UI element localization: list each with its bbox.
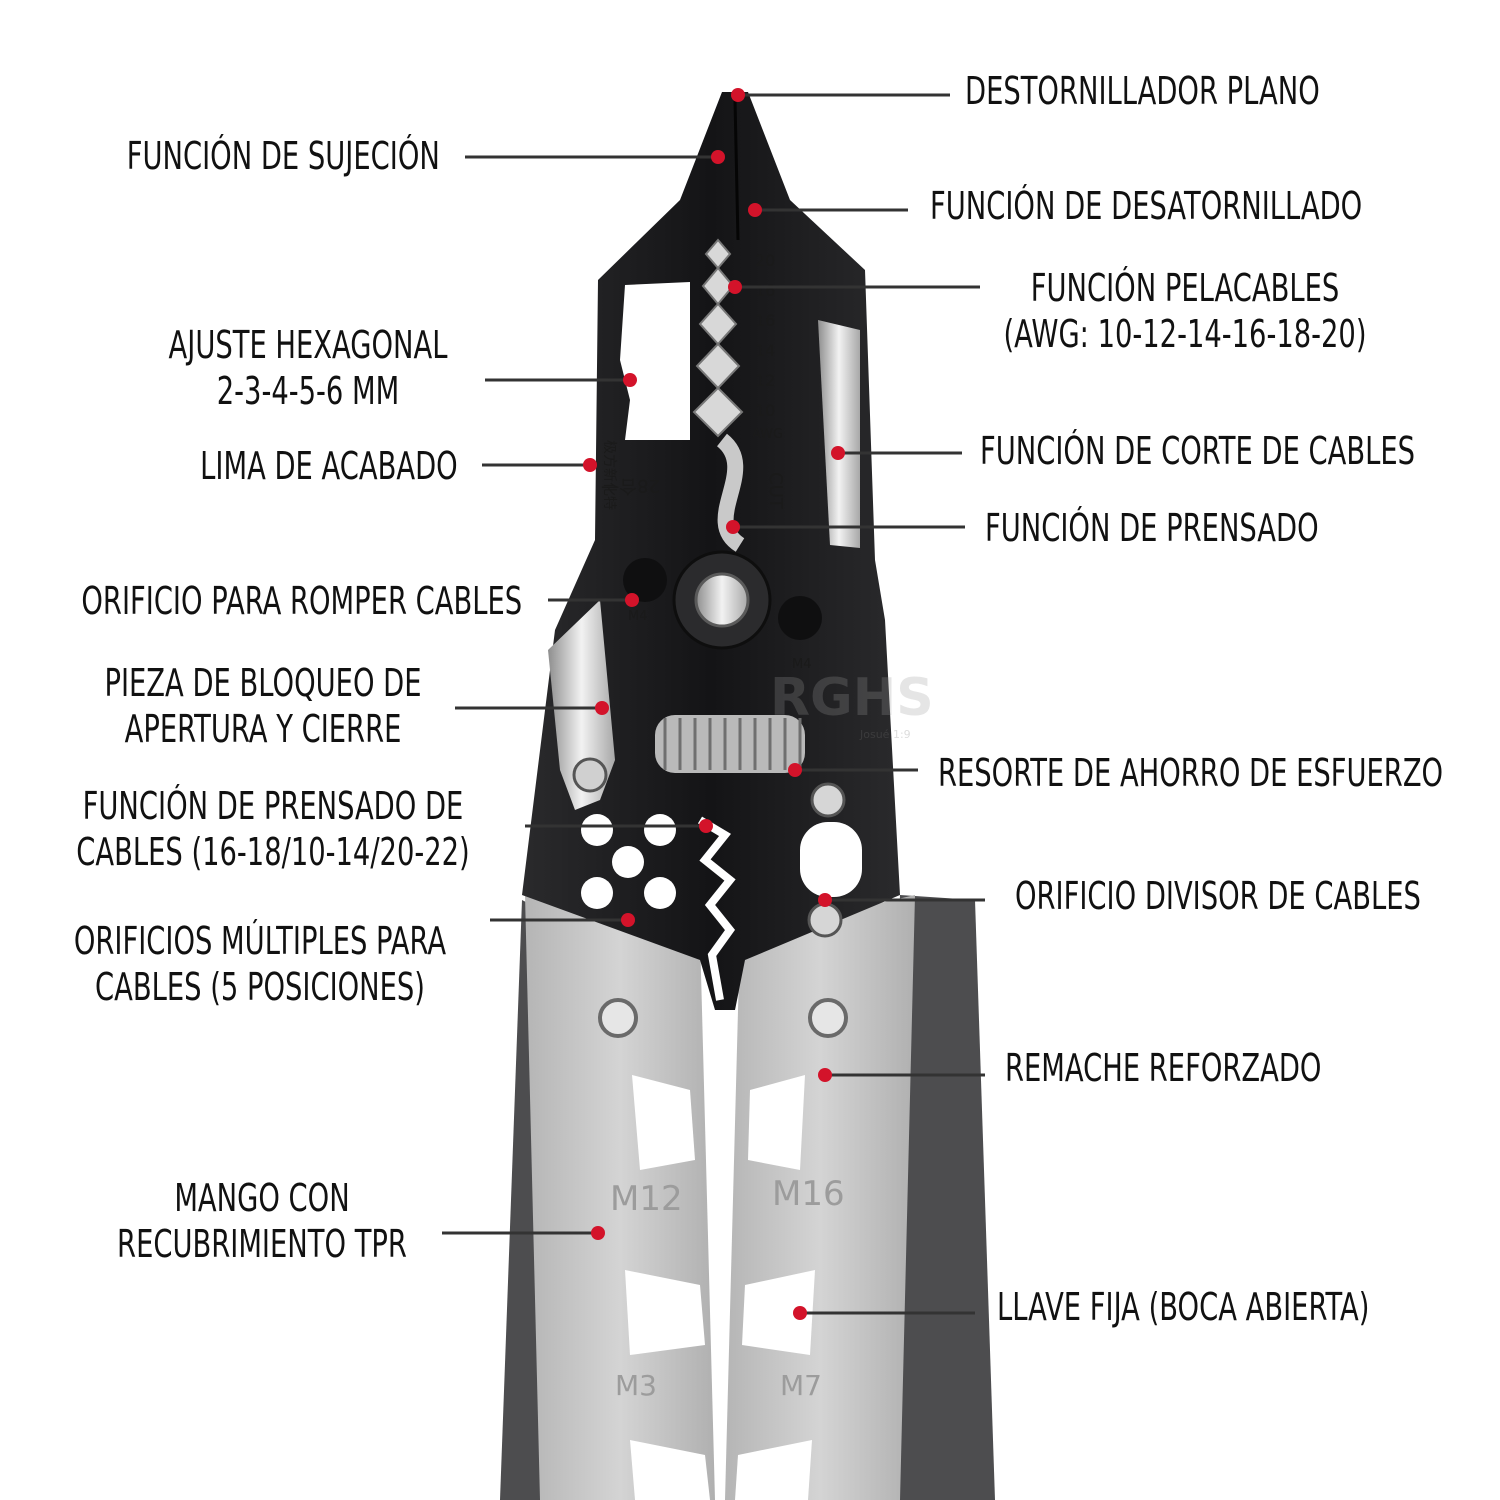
callout-line: Ajuste hexagonal xyxy=(168,323,448,367)
marker-dot-prensado-cables xyxy=(699,819,713,833)
callout-line: Llave fija (boca abierta) xyxy=(997,1285,1370,1329)
callout-mango-tpr: Mango conrecubrimiento TPR xyxy=(0,1175,550,1267)
marker-dot-resorte xyxy=(788,763,802,777)
callout-line: Resorte de ahorro de esfuerzo xyxy=(938,751,1444,795)
callout-prensado-cables: Función de prensado decables (16-18/10-1… xyxy=(0,783,561,875)
callout-line: cables (5 posiciones) xyxy=(95,965,425,1009)
callout-leaders xyxy=(442,88,985,1320)
callout-destornillador-plano: Destornillador plano xyxy=(965,68,1320,114)
callout-funcion-desatornillado: Función de desatornillado xyxy=(930,183,1362,229)
marker-dot-funcion-pelacables xyxy=(728,280,742,294)
callout-line: Destornillador plano xyxy=(965,69,1320,113)
wrench-size-2: M3 xyxy=(615,1369,657,1402)
callout-line: Función de desatornillado xyxy=(930,184,1363,228)
awg-size-1: 16 xyxy=(755,281,775,300)
callout-funcion-pelacables: Función pelacables(AWG: 10-12-14-16-18-2… xyxy=(897,265,1473,357)
model-text: 28合一 xyxy=(601,475,660,496)
callout-line: Orificios múltiples para xyxy=(73,919,447,963)
callout-orificios-multiples: Orificios múltiples paracables (5 posici… xyxy=(0,918,548,1010)
brand-cjk-text: 极方新化特 xyxy=(601,440,617,510)
pivot-m4-right: M4 xyxy=(792,657,812,672)
callout-line: Remache reforzado xyxy=(1005,1046,1322,1090)
callout-pieza-bloqueo: Pieza de bloqueo deapertura y cierre xyxy=(0,660,551,752)
callout-orificio-romper: Orificio para romper cables xyxy=(81,578,522,624)
marker-dot-orificio-romper xyxy=(625,593,639,607)
awg-size-3: 14 xyxy=(755,341,775,360)
marker-dot-orificio-divisor xyxy=(818,893,832,907)
callout-line: Orificio para romper cables xyxy=(81,579,522,623)
blade-body xyxy=(522,92,900,1010)
awg-size-4: 12 xyxy=(755,371,775,390)
watermark-sub-text: Josué 1:9 xyxy=(859,728,911,741)
wrench-size-marks: M12 M16 M3 M7 xyxy=(610,1174,845,1402)
awg-size-5: 10 xyxy=(755,401,775,420)
marker-dot-lima-acabado xyxy=(583,458,597,472)
wrench-size-3: M7 xyxy=(780,1369,822,1402)
callout-line: Función de prensado de xyxy=(82,784,464,828)
marker-dot-funcion-prensado xyxy=(726,520,740,534)
wrench-size-0: M12 xyxy=(610,1179,683,1219)
watermark-text: RGHS xyxy=(770,668,934,728)
callout-line: Mango con xyxy=(174,1176,350,1220)
marker-dot-pieza-bloqueo xyxy=(595,701,609,715)
pivot-m4-left: M4 xyxy=(628,609,648,624)
callout-line: Función pelacables xyxy=(1030,266,1340,310)
callout-line: 2-3-4-5-6 mm xyxy=(216,369,400,413)
awg-scale: 20 16 16 14 12 10 AWG CUT 28合一 极方新化特 M4 … xyxy=(601,251,812,672)
marker-dot-funcion-sujecion xyxy=(711,150,725,164)
awg-size-0: 20 xyxy=(755,251,775,270)
callout-line: Orificio divisor de cables xyxy=(1015,874,1421,918)
handle-left xyxy=(500,895,715,1500)
callout-resorte: Resorte de ahorro de esfuerzo xyxy=(938,750,1443,796)
callout-line: recubrimiento TPR xyxy=(117,1222,407,1266)
callout-corte-cables: Función de corte de cables xyxy=(980,428,1415,474)
wrench-size-1: M16 xyxy=(772,1174,845,1214)
callout-funcion-prensado: Función de prensado xyxy=(985,505,1319,551)
marker-dot-mango-tpr xyxy=(591,1226,605,1240)
marker-dot-ajuste-hexagonal xyxy=(623,373,637,387)
callout-llave-fija: Llave fija (boca abierta) xyxy=(997,1284,1369,1330)
cut-text: CUT xyxy=(765,472,786,510)
callout-line: cables (16-18/10-14/20-22) xyxy=(76,830,470,874)
marker-dot-llave-fija xyxy=(793,1306,807,1320)
marker-dot-corte-cables xyxy=(831,446,845,460)
marker-dot-remache xyxy=(818,1068,832,1082)
marker-dot-orificios-multiples xyxy=(621,913,635,927)
callout-orificio-divisor: Orificio divisor de cables xyxy=(1015,873,1421,919)
callout-funcion-sujecion: Función de sujeción xyxy=(127,133,440,179)
callout-remache: Remache reforzado xyxy=(1005,1045,1321,1091)
watermark: RGHS Josué 1:9 xyxy=(770,668,934,741)
awg-size-2: 16 xyxy=(755,311,775,330)
callout-line: Función de sujeción xyxy=(126,134,440,178)
callout-line: Pieza de bloqueo de xyxy=(104,661,422,705)
callout-ajuste-hexagonal: Ajuste hexagonal2-3-4-5-6 mm xyxy=(20,322,596,414)
callout-line: Lima de acabado xyxy=(200,444,458,488)
callout-line: Función de corte de cables xyxy=(980,429,1416,473)
callout-line: apertura y cierre xyxy=(124,707,402,751)
awg-unit-text: AWG xyxy=(752,427,783,442)
callout-line: (AWG: 10-12-14-16-18-20) xyxy=(1003,312,1367,356)
callout-line: Función de prensado xyxy=(985,506,1319,550)
handle-right xyxy=(725,895,995,1500)
marker-dot-destornillador-plano xyxy=(731,88,745,102)
callout-lima-acabado: Lima de acabado xyxy=(200,443,458,489)
handle-rivets xyxy=(598,998,848,1038)
marker-dot-funcion-desatornillado xyxy=(748,203,762,217)
